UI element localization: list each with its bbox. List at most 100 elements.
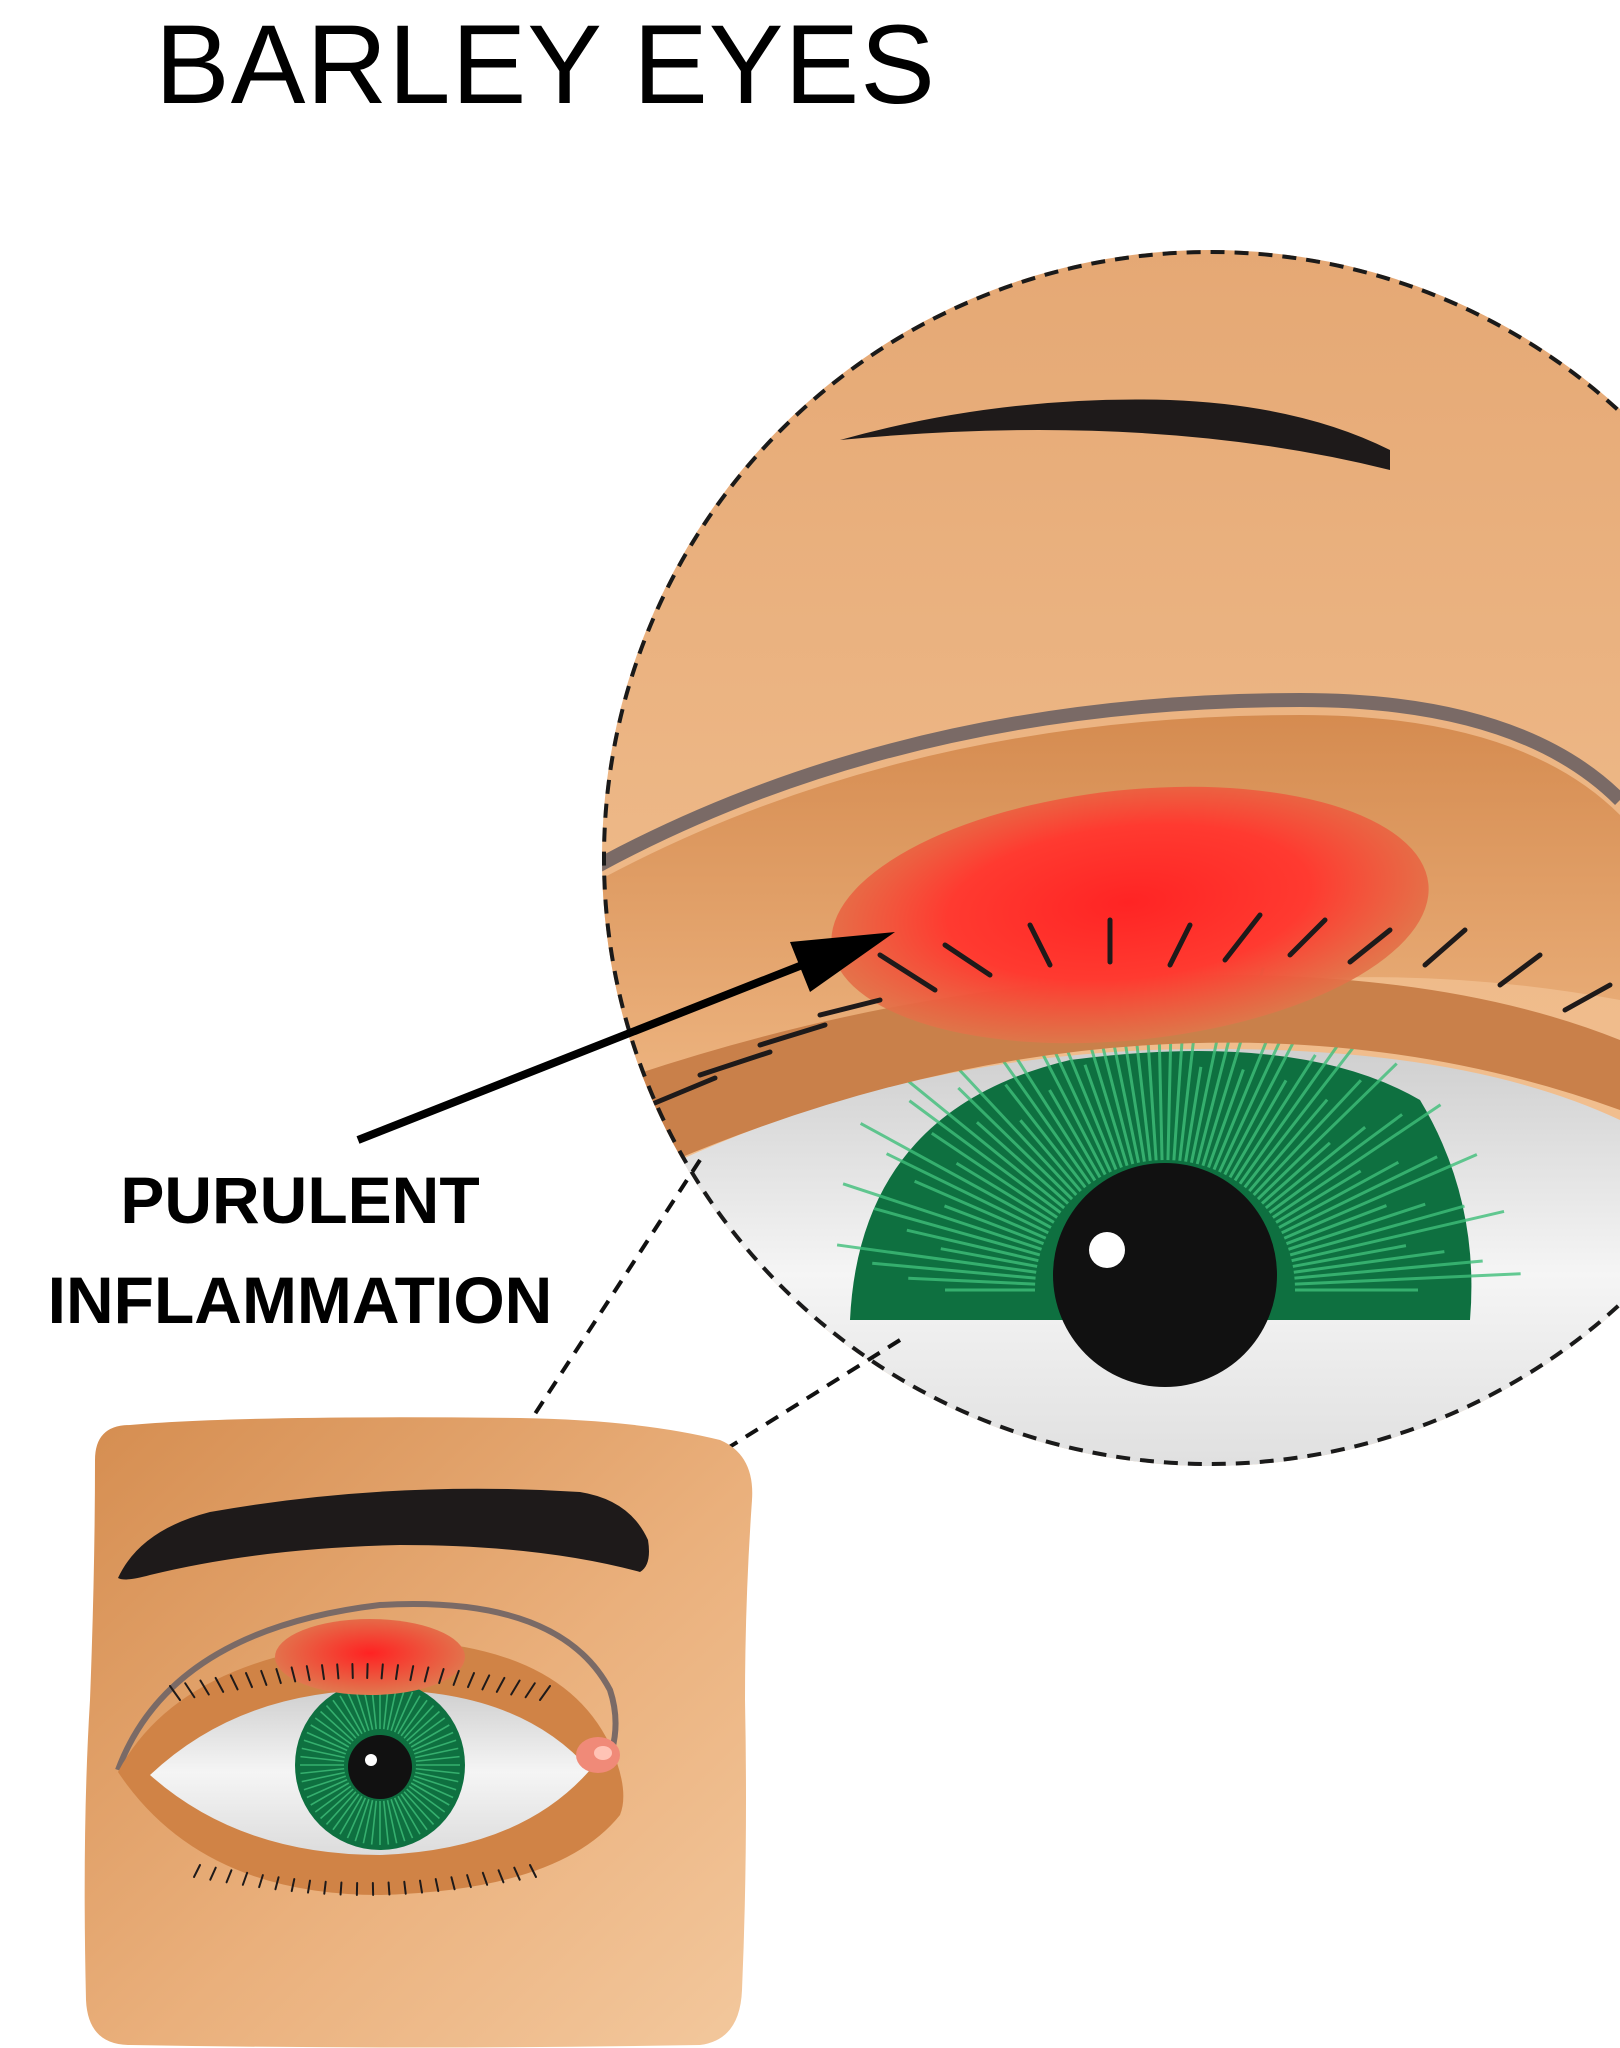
iris-streak — [362, 1800, 374, 1844]
eyelash — [225, 1869, 233, 1884]
iris-streak — [940, 1247, 1038, 1268]
eyelash — [1222, 912, 1263, 963]
eyelash — [229, 1674, 239, 1691]
eyelash — [323, 1880, 327, 1895]
eyelash — [510, 1679, 521, 1696]
iris-streak — [301, 1771, 345, 1783]
iris-streak — [314, 1785, 352, 1813]
iris-streak — [354, 1688, 370, 1732]
iris-streak — [410, 1724, 450, 1748]
eyelash — [241, 1871, 249, 1886]
iris-streak — [415, 1771, 459, 1783]
iris-streak — [906, 1228, 1039, 1263]
eyelash — [466, 1874, 472, 1889]
eyelash — [423, 1666, 430, 1683]
eyelash — [403, 1880, 407, 1895]
iris-streak — [382, 1800, 390, 1845]
iris-streak — [325, 1705, 357, 1739]
iris-streak — [397, 1795, 421, 1835]
iris-streak — [1264, 1126, 1367, 1210]
iris-streak — [412, 1778, 454, 1799]
eyelash — [495, 1676, 506, 1693]
iris-streak — [320, 1710, 354, 1742]
zoom-circle — [602, 250, 1620, 1466]
eyelash — [214, 1676, 225, 1693]
eyelash — [395, 1664, 399, 1681]
iris-streak — [1238, 1030, 1349, 1185]
iris-streak — [908, 1099, 1062, 1214]
eyelash — [1347, 927, 1393, 965]
eyelash — [539, 1685, 551, 1701]
iris-streak — [314, 1717, 352, 1745]
iris-streak — [406, 1788, 440, 1820]
iris-streak — [300, 1767, 345, 1775]
eyelash — [199, 1679, 210, 1696]
iris-streak — [400, 1699, 428, 1737]
iris-streak — [303, 1775, 347, 1791]
eyelash — [434, 1878, 440, 1893]
iris-streak — [836, 1243, 1037, 1274]
eyelash — [467, 1672, 475, 1689]
eyelash — [336, 1663, 340, 1680]
face-inflammation — [275, 1619, 465, 1695]
iris-streak — [320, 1788, 354, 1820]
eyelash — [419, 1879, 423, 1894]
iris-streak — [1228, 1079, 1288, 1179]
iris-streak — [1291, 1209, 1505, 1263]
iris-streak — [415, 1767, 460, 1775]
iris-streak — [403, 1791, 435, 1825]
iris-streak — [992, 1046, 1092, 1185]
eyelash — [529, 1864, 537, 1878]
iris-streak — [1289, 1204, 1465, 1257]
iris-streak — [339, 1695, 363, 1735]
iris-streak — [1281, 1155, 1438, 1235]
iris-streak — [1004, 1083, 1087, 1189]
eyelash — [450, 1876, 456, 1891]
iris-streak — [914, 1179, 1047, 1240]
iris-streak — [306, 1778, 348, 1799]
iris-streak — [908, 1276, 1036, 1286]
iris-streak — [1207, 1069, 1245, 1169]
iris-streak — [975, 1121, 1069, 1205]
eyelash — [524, 1682, 536, 1699]
iris-streak — [1261, 1141, 1331, 1205]
eyelash — [452, 1669, 460, 1686]
iris-streak — [386, 1686, 398, 1730]
eyelash — [245, 1672, 253, 1689]
iris-streak — [408, 1785, 446, 1813]
eyelash — [438, 1668, 445, 1685]
eyelash — [1497, 952, 1543, 988]
iris-streak — [332, 1793, 360, 1831]
eyelash — [321, 1664, 325, 1681]
eyelash — [942, 942, 993, 978]
eyelash — [1027, 922, 1053, 968]
pointer-arrow — [356, 932, 895, 1144]
iris-streak — [1287, 1202, 1426, 1251]
iris-streak — [930, 1131, 1058, 1219]
eyelash — [209, 1866, 217, 1881]
iris-streak — [415, 1747, 459, 1759]
iris-streak — [412, 1731, 454, 1752]
iris-streak — [1040, 1051, 1107, 1176]
face-pupil — [348, 1735, 412, 1799]
iris-streak — [1283, 1153, 1478, 1240]
iris-streak — [397, 1695, 421, 1735]
iris-streak — [354, 1798, 370, 1842]
iris-streak — [370, 1800, 378, 1845]
iris-streak — [1252, 1079, 1362, 1197]
iris-streak — [325, 1791, 357, 1825]
iris-streak — [408, 1717, 446, 1745]
iris-streak — [1048, 1089, 1102, 1179]
iris-streak — [955, 1161, 1055, 1224]
iris-streak — [1294, 1259, 1483, 1280]
iris-streak — [393, 1691, 414, 1733]
iris-streak — [306, 1731, 348, 1752]
eyelash — [757, 1022, 828, 1048]
eyelash — [497, 1869, 505, 1884]
iris-streak — [310, 1724, 350, 1748]
eyelash — [513, 1866, 521, 1881]
iris-streak — [885, 1152, 1049, 1235]
iris-streak — [403, 1705, 435, 1739]
iris-streak — [1233, 1054, 1317, 1182]
